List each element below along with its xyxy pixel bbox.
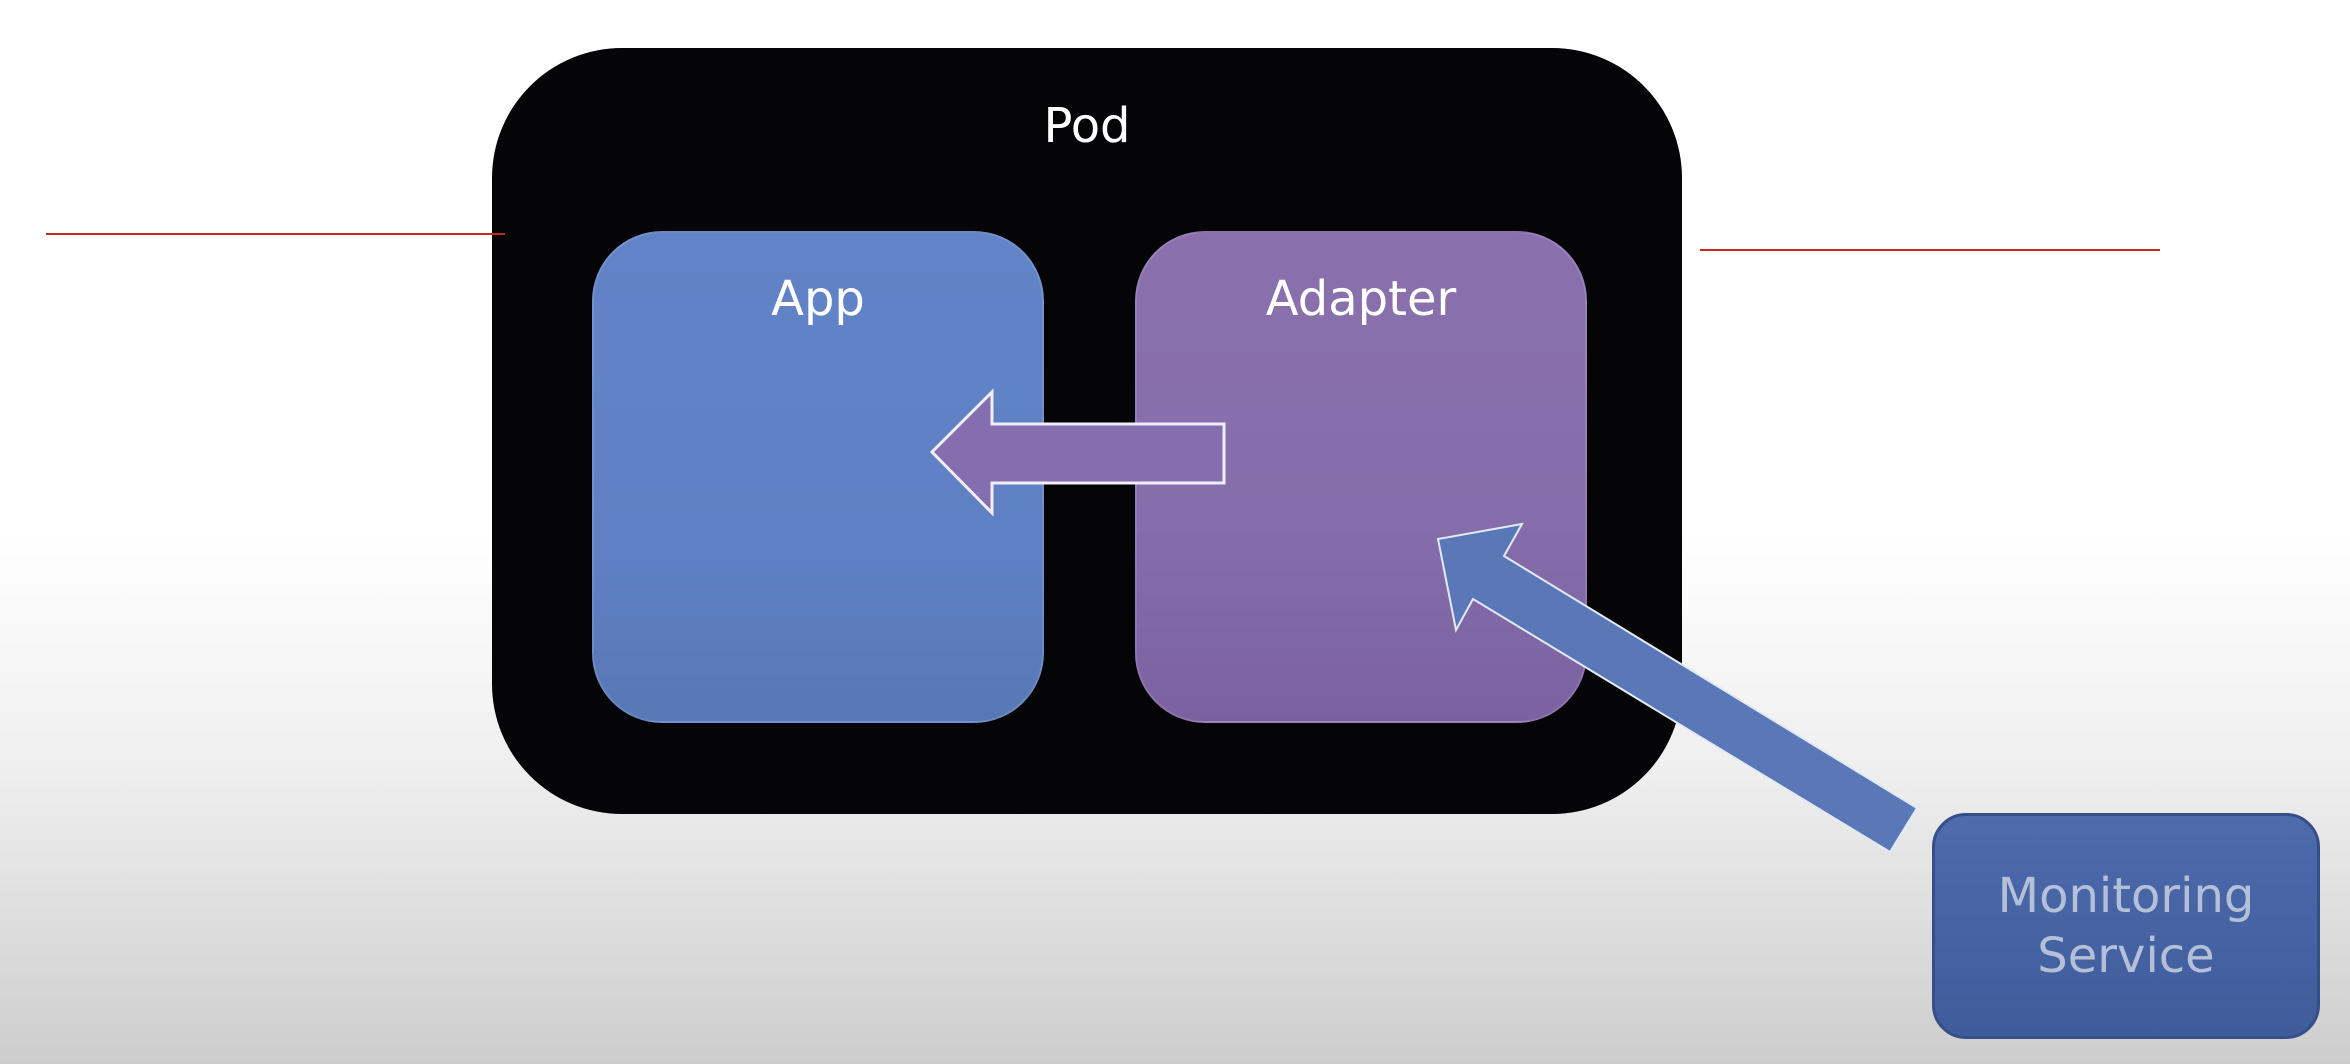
adapter-to-app-arrow xyxy=(929,388,1226,517)
adapter-label: Adapter xyxy=(1265,271,1457,327)
right-callout-line-1: Simplify monitoring xyxy=(1709,296,2151,349)
service-to-adapter-arrow xyxy=(1436,522,1919,854)
left-callout-line-2: monitoring output xyxy=(73,317,482,370)
monitoring-service-label: Monitoring Service xyxy=(1935,866,2317,986)
left-callout-line-1: Writes complex xyxy=(103,257,452,310)
monitoring-service-box: Monitoring Service xyxy=(1932,813,2320,1039)
app-label: App xyxy=(771,271,865,327)
pod-title: Pod xyxy=(1043,98,1131,154)
monitoring-service-line-2: Service xyxy=(2037,928,2215,984)
right-callout-line-2: output for service xyxy=(1729,356,2131,409)
right-callout-text: Simplify monitoring output for service xyxy=(1672,293,2188,413)
monitoring-service-line-1: Monitoring xyxy=(1997,868,2255,924)
left-callout-text: Writes complex monitoring output xyxy=(20,254,535,374)
